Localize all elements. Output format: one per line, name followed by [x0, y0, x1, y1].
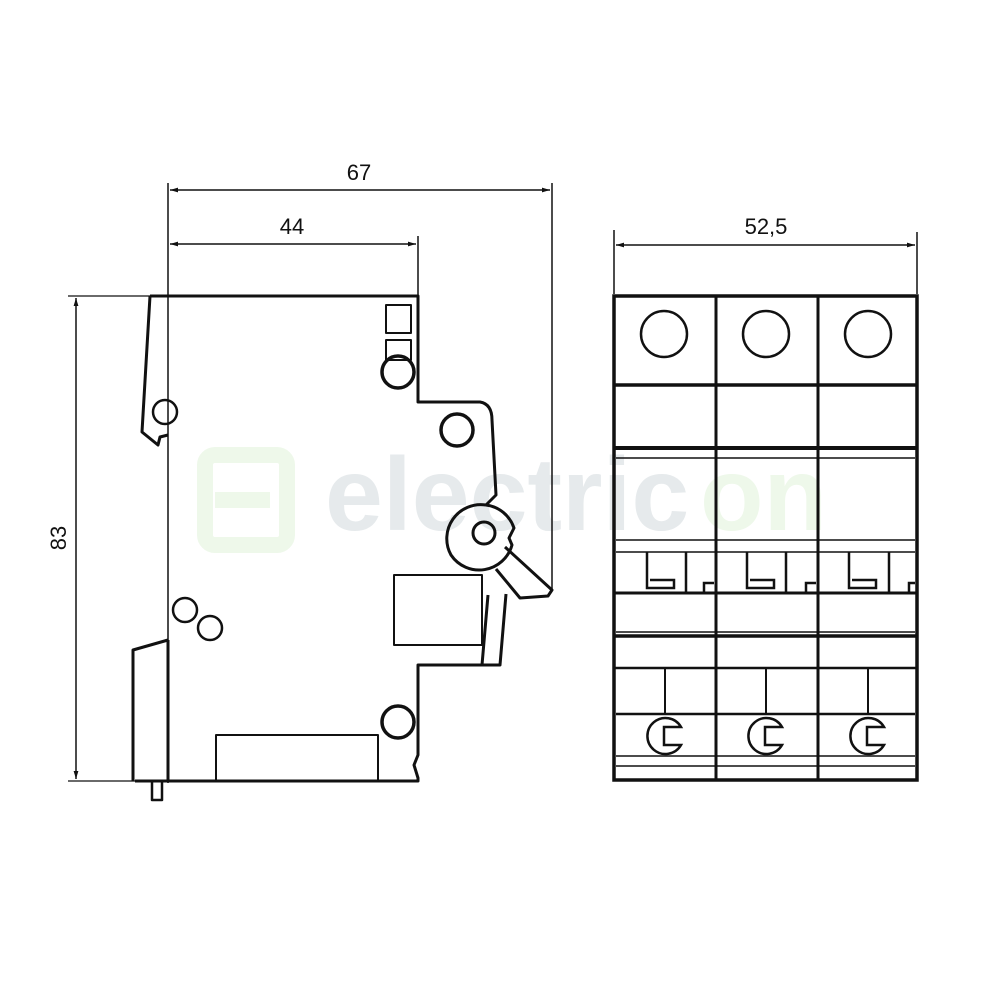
dim-label-44: 44	[280, 214, 304, 239]
watermark-logo-icon	[197, 447, 295, 553]
terminal-screw-icon	[741, 309, 791, 359]
front-view	[612, 230, 919, 782]
dim-label-52-5: 52,5	[745, 214, 788, 239]
screw-icon	[380, 354, 416, 390]
pole-1	[639, 309, 714, 756]
screw-icon	[380, 704, 416, 740]
terminal-clamp-icon	[849, 716, 887, 756]
pole-2	[741, 309, 816, 756]
screw-icon	[439, 412, 475, 448]
watermark: electric on	[197, 437, 827, 553]
dim-label-67: 67	[347, 160, 371, 185]
watermark-text-gray: electric	[325, 437, 689, 553]
terminal-screw-icon	[843, 309, 893, 359]
side-view	[68, 183, 554, 802]
pole-3	[843, 309, 915, 756]
terminal-clamp-icon	[747, 716, 785, 756]
watermark-text-green: on	[700, 437, 827, 553]
dim-label-83: 83	[46, 526, 71, 550]
terminal-screw-icon	[639, 309, 689, 359]
terminal-clamp-icon	[646, 716, 684, 756]
